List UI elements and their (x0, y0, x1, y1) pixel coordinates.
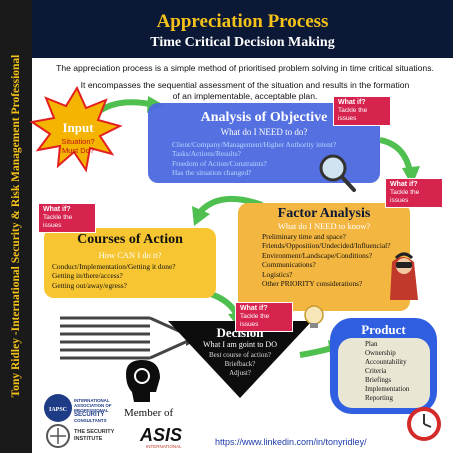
magnifying-glass-icon (319, 154, 356, 192)
page-title: Appreciation Process (156, 11, 329, 32)
factor-item: Friends/Opposition/Undecided/Influencial… (262, 241, 391, 251)
factor-title: Factor Analysis (277, 206, 371, 221)
analysis-list: Client/Company/Management/Higher Authori… (172, 140, 382, 178)
decision-item: Briefback? (224, 360, 256, 368)
product-item: Reporting (365, 394, 393, 402)
factor-item: Other PRIORITY considerations? (262, 279, 363, 289)
linkedin-link[interactable]: https://www.linkedin.com/in/tonyridley/ (215, 437, 367, 447)
courses-item: Getting out/away/egress? (52, 280, 127, 290)
intro-line-1: The appreciation process is a simple met… (56, 63, 434, 73)
courses-item: Getting in/there/access? (52, 271, 123, 281)
asis-logo: ASIS (140, 425, 183, 445)
page-subtitle: Time Critical Decision Making (150, 35, 335, 50)
factor-item: Preliminary time and space? (262, 232, 346, 241)
factor-list: Preliminary time and space? Friends/Oppo… (262, 232, 412, 288)
analysis-item: Client/Company/Management/Higher Authori… (172, 140, 337, 149)
courses-question: How CAN I do it? (98, 250, 162, 260)
whatif-tag-2: What if? Tackle the issues (385, 178, 443, 208)
intro-line-2: It encompasses the sequential assessment… (80, 80, 410, 101)
clock-icon (407, 407, 441, 441)
courses-list: Conduct/Implementation/Getting it done? … (52, 262, 217, 290)
whatif-text: Tackle the issues (240, 313, 270, 328)
factor-question: What do I NEED to know? (277, 221, 371, 231)
whatif-title: What if? (338, 99, 366, 106)
factor-item: Logistics? (262, 269, 293, 279)
security-institute-logo (46, 424, 70, 448)
whatif-title: What if? (43, 206, 71, 213)
decision-item: Adjust? (229, 369, 251, 377)
input-title: Input (62, 120, 94, 135)
paths-illustration (60, 316, 191, 360)
product-item: Criteria (365, 367, 387, 375)
decision-box (168, 321, 312, 398)
product-list: Plan Ownership Accountability Criteria B… (365, 340, 435, 403)
whatif-text: Tackle the issues (43, 214, 73, 229)
analysis-item: Has the situation changed? (172, 168, 252, 178)
head-gears-icon (126, 360, 160, 402)
product-item: Ownership (365, 349, 396, 357)
sidebar (0, 0, 32, 453)
whatif-text: Tackle the issues (338, 107, 368, 122)
factor-box (238, 203, 410, 311)
iapsc-text-line: ASSOCIATION OF (74, 403, 112, 408)
decision-question: What I am goint to DO (203, 340, 277, 349)
factor-item: Environment/Landscape/Conditions? (262, 250, 373, 260)
member-of-label: Member of (124, 407, 174, 419)
iapsc-logo-text: INTERNATIONAL ASSOCIATION OF PROFESSIONA… (74, 398, 124, 423)
courses-box (44, 228, 216, 298)
iapsc-text-line: INTERNATIONAL (74, 398, 110, 403)
security-institute-text: THE SECURITY INSTITUTE (74, 429, 134, 443)
whatif-tag-3: What if? Tackle the issues (38, 203, 96, 233)
iapsc-text-line: PROFESSIONAL (74, 408, 109, 413)
arrow-factor-to-courses (197, 195, 264, 215)
security-institute-line: INSTITUTE (74, 436, 103, 442)
input-line-2: Must Do? (61, 146, 95, 155)
iapsc-text-line: SECURITY (74, 412, 105, 418)
asis-logo-sub: INTERNATIONAL (146, 444, 182, 449)
person-binoculars-icon (390, 252, 418, 300)
whatif-tag-1: What if? Tackle the issues (333, 96, 391, 126)
arrow-input-to-analysis (96, 99, 151, 115)
factor-item: Communications? (262, 260, 316, 270)
arrow-analysis-to-factor (379, 137, 413, 173)
iapsc-logo: IAPSC (44, 394, 72, 422)
whatif-title: What if? (390, 181, 418, 188)
analysis-question: What do I NEED to do? (220, 127, 308, 137)
product-title: Product (361, 322, 406, 337)
decision-list: Best course of action? Briefback? Adjust… (168, 351, 312, 378)
product-item: Plan (365, 340, 378, 348)
svg-text:IAPSC: IAPSC (49, 407, 67, 413)
whatif-tag-4: What if? Tackle the issues (235, 302, 293, 332)
input-starburst (29, 85, 123, 173)
whatif-title: What if? (240, 305, 268, 312)
analysis-item: Freedom of Action/Constraints? (172, 158, 267, 168)
whatif-text: Tackle the issues (390, 189, 420, 204)
product-item: Briefings (365, 376, 392, 384)
product-item: Accountability (365, 358, 407, 366)
product-item: Implementation (365, 385, 410, 393)
header-banner (32, 0, 453, 58)
courses-title: Courses of Action (77, 232, 183, 247)
decision-item: Best course of action? (208, 351, 271, 359)
input-line-1: Situation? (61, 137, 95, 146)
courses-item: Conduct/Implementation/Getting it done? (52, 262, 176, 271)
analysis-item: Tasks/Actions/Results? (172, 149, 241, 159)
iapsc-text-line: CONSULTANTS (74, 418, 107, 423)
lightbulb-icon (304, 305, 324, 328)
analysis-title: Analysis of Objective (200, 110, 328, 125)
security-institute-line: THE SECURITY (74, 429, 115, 435)
